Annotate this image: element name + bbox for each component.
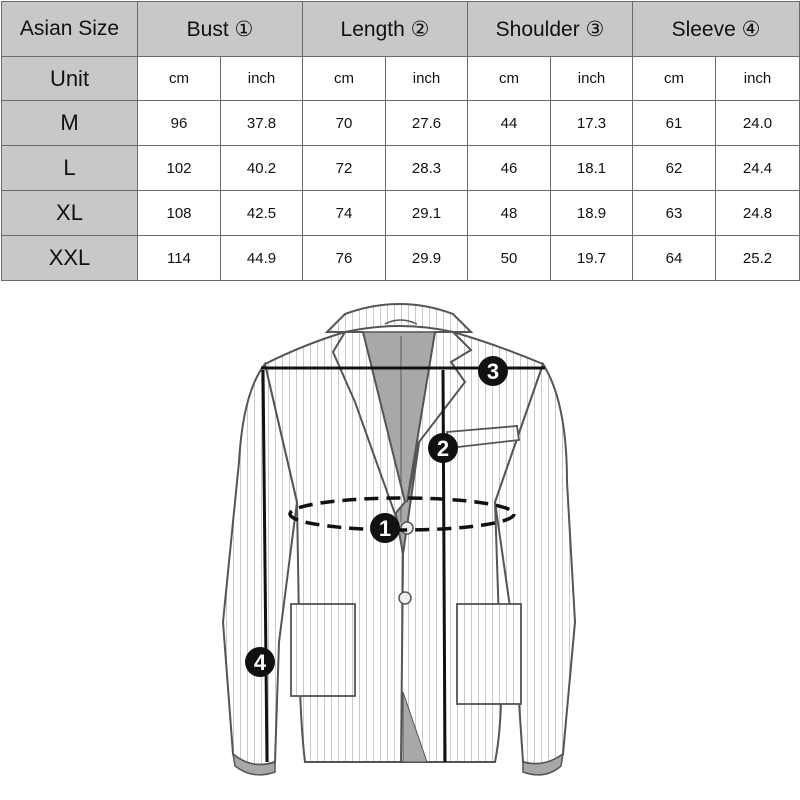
value-cell: 27.6 (385, 100, 468, 146)
value-cell: 72 (302, 145, 386, 191)
table-row: XL 108 42.5 74 29.1 48 18.9 63 24.8 (1, 190, 800, 236)
value-cell: 29.1 (385, 190, 468, 236)
unit-cell: inch (385, 56, 468, 101)
header-bust: Bust ① (137, 1, 303, 57)
collar-stitch (384, 319, 418, 325)
value-cell: 61 (632, 100, 717, 146)
marker-2: 2 (428, 433, 458, 463)
value-cell: 44 (467, 100, 551, 146)
size-label: XL (1, 190, 138, 236)
left-cuff (231, 752, 276, 776)
value-cell: 62 (632, 145, 717, 191)
value-cell: 64 (632, 235, 717, 281)
blazer-measurement-diagram: 1 2 3 4 (195, 292, 595, 784)
value-cell: 48 (467, 190, 551, 236)
value-cell: 46 (467, 145, 551, 191)
value-cell: 108 (137, 190, 221, 236)
size-label: XXL (1, 235, 138, 281)
header-row: Asian Size Bust ① Length ② Shoulder ③ Sl… (1, 1, 800, 57)
value-cell: 19.7 (549, 235, 634, 281)
sleeve-measure-line (261, 369, 269, 763)
value-cell: 42.5 (220, 190, 303, 236)
value-cell: 63 (632, 190, 717, 236)
value-cell: 37.8 (220, 100, 303, 146)
marker-4-label: 4 (254, 650, 267, 675)
unit-cell: inch (715, 56, 800, 101)
unit-cell: cm (302, 56, 386, 101)
upper-button (400, 521, 414, 535)
size-label: M (1, 100, 138, 146)
size-label: L (1, 145, 138, 191)
value-cell: 40.2 (220, 145, 303, 191)
marker-3-label: 3 (487, 359, 499, 384)
value-cell: 114 (137, 235, 221, 281)
unit-row: Unit cm inch cm inch cm inch cm inch (1, 56, 800, 101)
value-cell: 25.2 (715, 235, 800, 281)
header-length: Length ② (302, 1, 468, 57)
value-cell: 28.3 (385, 145, 468, 191)
marker-1: 1 (370, 513, 400, 543)
value-cell: 70 (302, 100, 386, 146)
unit-cell: cm (137, 56, 221, 101)
value-cell: 96 (137, 100, 221, 146)
header-asian-size: Asian Size (1, 1, 138, 57)
unit-cell: inch (220, 56, 303, 101)
header-shoulder: Shoulder ③ (466, 1, 634, 57)
unit-label: Unit (1, 56, 138, 101)
size-chart-table: Asian Size Bust ① Length ② Shoulder ③ Sl… (1, 1, 800, 281)
value-cell: 29.9 (385, 235, 468, 281)
value-cell: 102 (137, 145, 221, 191)
unit-cell: inch (549, 56, 634, 101)
header-sleeve: Sleeve ④ (632, 1, 800, 57)
table-row: M 96 37.8 70 27.6 44 17.3 61 24.0 (1, 100, 800, 146)
marker-3: 3 (478, 356, 508, 386)
value-cell: 44.9 (220, 235, 303, 281)
unit-cell: cm (632, 56, 717, 101)
blazer-illustration: 1 2 3 4 (221, 303, 577, 776)
value-cell: 24.8 (715, 190, 800, 236)
collar-back (324, 303, 474, 333)
bust-measure-ellipse (288, 496, 516, 532)
right-cuff (522, 752, 565, 776)
value-cell: 18.9 (549, 190, 634, 236)
table-row: XXL 114 44.9 76 29.9 50 19.7 64 25.2 (1, 235, 800, 281)
value-cell: 17.3 (549, 100, 634, 146)
value-cell: 24.0 (715, 100, 800, 146)
length-measure-line (441, 369, 447, 763)
left-pocket (290, 603, 356, 697)
marker-2-label: 2 (437, 436, 449, 461)
left-lapel (331, 331, 407, 516)
value-cell: 76 (302, 235, 386, 281)
right-pocket (456, 603, 522, 705)
marker-4: 4 (245, 647, 275, 677)
value-cell: 50 (467, 235, 551, 281)
value-cell: 18.1 (549, 145, 634, 191)
front-opening (402, 691, 428, 763)
marker-1-label: 1 (379, 516, 391, 541)
unit-cell: cm (467, 56, 551, 101)
value-cell: 74 (302, 190, 386, 236)
value-cell: 24.4 (715, 145, 800, 191)
lower-button (398, 591, 412, 605)
table-row: L 102 40.2 72 28.3 46 18.1 62 24.4 (1, 145, 800, 191)
